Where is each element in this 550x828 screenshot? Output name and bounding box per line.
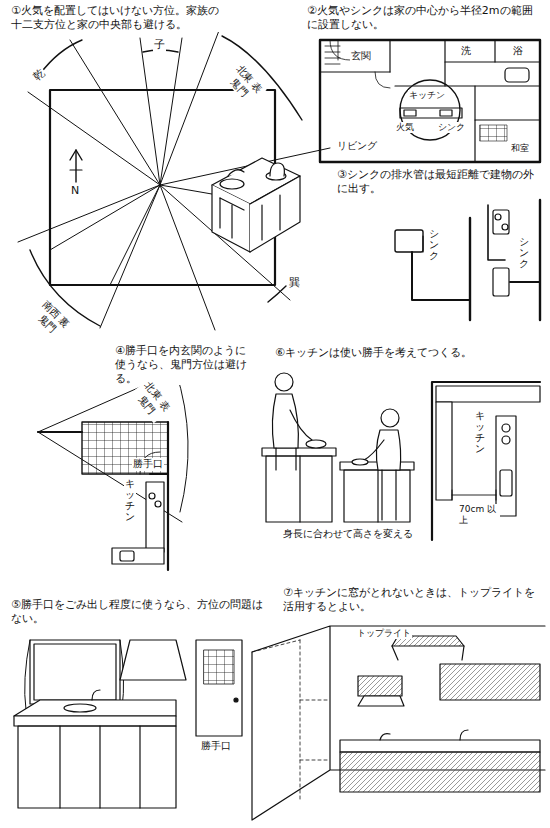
skylight-room xyxy=(252,626,545,820)
dimension-label: 70cm 以上 xyxy=(458,504,500,527)
kitchen-height xyxy=(262,373,540,540)
door-label: 勝手口 xyxy=(200,740,232,753)
room-label: 洗 xyxy=(460,45,472,58)
room-label: 浴 xyxy=(512,45,524,58)
direction-label: 乾 xyxy=(30,66,49,85)
floor-plan xyxy=(320,40,540,162)
compass-letter: N xyxy=(70,184,80,198)
caption-text: ⑦キッチンに窓がとれないときは、トップライトを活用するとよい。 xyxy=(282,586,546,614)
fixture-label: シンク xyxy=(437,122,466,133)
fixture-label: 火気 xyxy=(395,122,415,133)
direction-label: 巽 xyxy=(288,276,301,290)
room-label: キッチン xyxy=(124,478,136,522)
room-label: リビング xyxy=(336,140,378,153)
compass-plan xyxy=(18,28,330,330)
caption-text: ①火気を配置してはいけない方位。家族の十二支方位と家の中央部も避ける。 xyxy=(10,4,224,32)
door-label: 勝手口 xyxy=(132,458,164,471)
fixture-label: シンク xyxy=(518,236,530,269)
direction-label: 子 xyxy=(153,38,166,52)
caption-text: ⑤勝手口をごみ出し程度に使うなら、方位の問題はない。 xyxy=(10,598,272,626)
caption-text: ②火気やシンクは家の中心から半径2mの範囲に設置しない。 xyxy=(306,4,540,32)
caption-text: ④勝手口を内玄関のように使うなら、鬼門方位は避ける。 xyxy=(114,344,256,385)
room-label: 和室 xyxy=(510,143,530,154)
direction-label: 南西 裏鬼門 xyxy=(28,296,74,342)
part-label: トップライト xyxy=(356,628,412,639)
direction-label: 北東 表鬼門 xyxy=(221,60,266,106)
room-label: キッチン xyxy=(474,410,486,454)
back-door-elevation xyxy=(14,640,242,808)
caption-text: ③シンクの排水管は最短距離で建物の外に出す。 xyxy=(336,168,538,196)
drain-pipe-detail xyxy=(395,200,540,320)
fixture-label: シンク xyxy=(428,228,440,261)
room-label: キッチン xyxy=(408,90,446,101)
back-door-plan xyxy=(38,366,188,570)
room-label: 玄関 xyxy=(350,50,372,63)
caption-text: ⑥キッチンは使い勝手を考えてつくる。 xyxy=(274,346,473,360)
note-text: 身長に合わせて高さを変える xyxy=(282,528,414,541)
